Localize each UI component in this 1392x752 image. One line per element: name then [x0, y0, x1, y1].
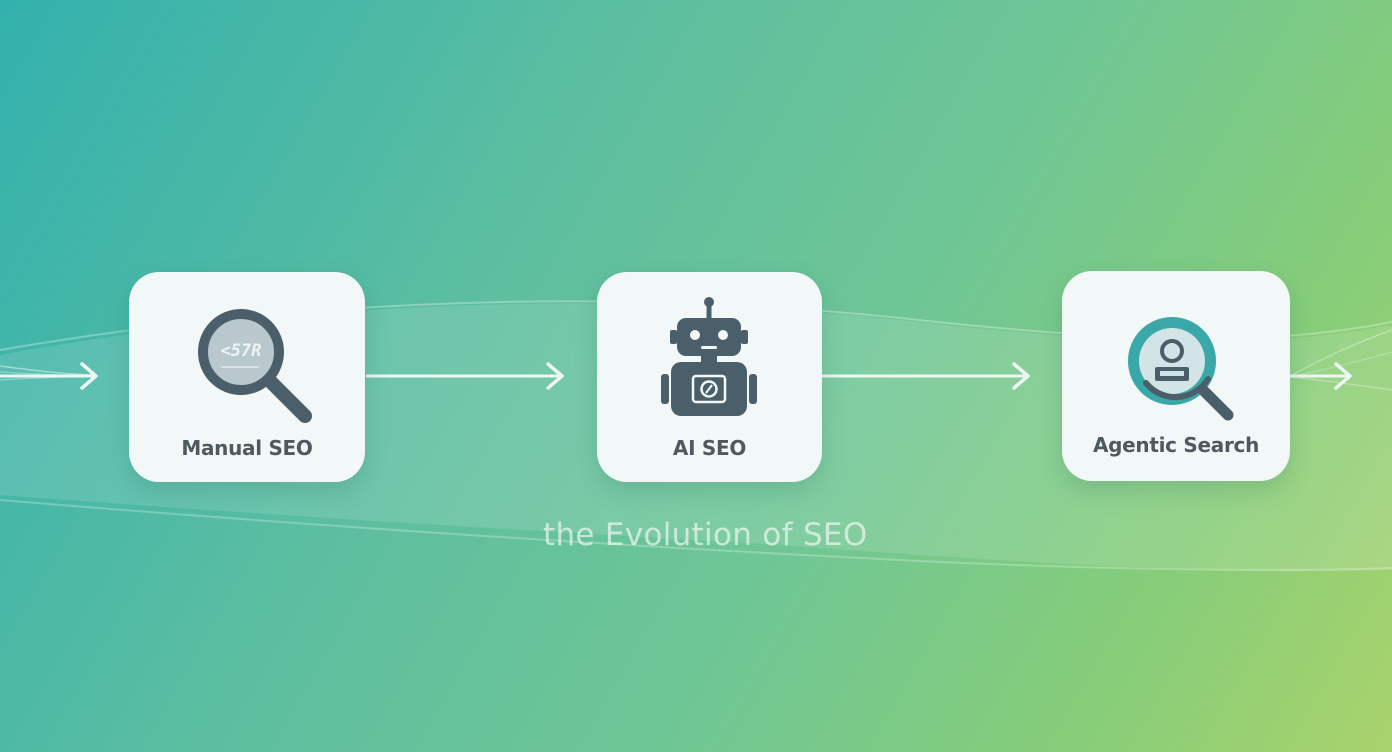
robot-icon: [661, 297, 757, 416]
arrow-manual-to-ai: [366, 362, 564, 390]
lens-text: <57R: [221, 341, 262, 361]
diagram-caption: the Evolution of SEO: [543, 517, 868, 553]
node-ai-seo: AI SEO: [597, 272, 822, 482]
node-label: Agentic Search: [1092, 433, 1260, 457]
arrow-into-manual: [0, 362, 98, 390]
node-label: Manual SEO: [181, 436, 313, 460]
node-agentic-search: Agentic Search: [1062, 271, 1290, 481]
user-search-icon: [1128, 317, 1234, 421]
node-label: AI SEO: [672, 436, 747, 460]
magnifier-icon: <57R: [198, 309, 312, 423]
arrow-out-agentic: [1290, 362, 1352, 390]
node-manual-seo: <57R Manual SEO: [129, 272, 365, 482]
arrow-ai-to-agentic: [822, 362, 1030, 390]
